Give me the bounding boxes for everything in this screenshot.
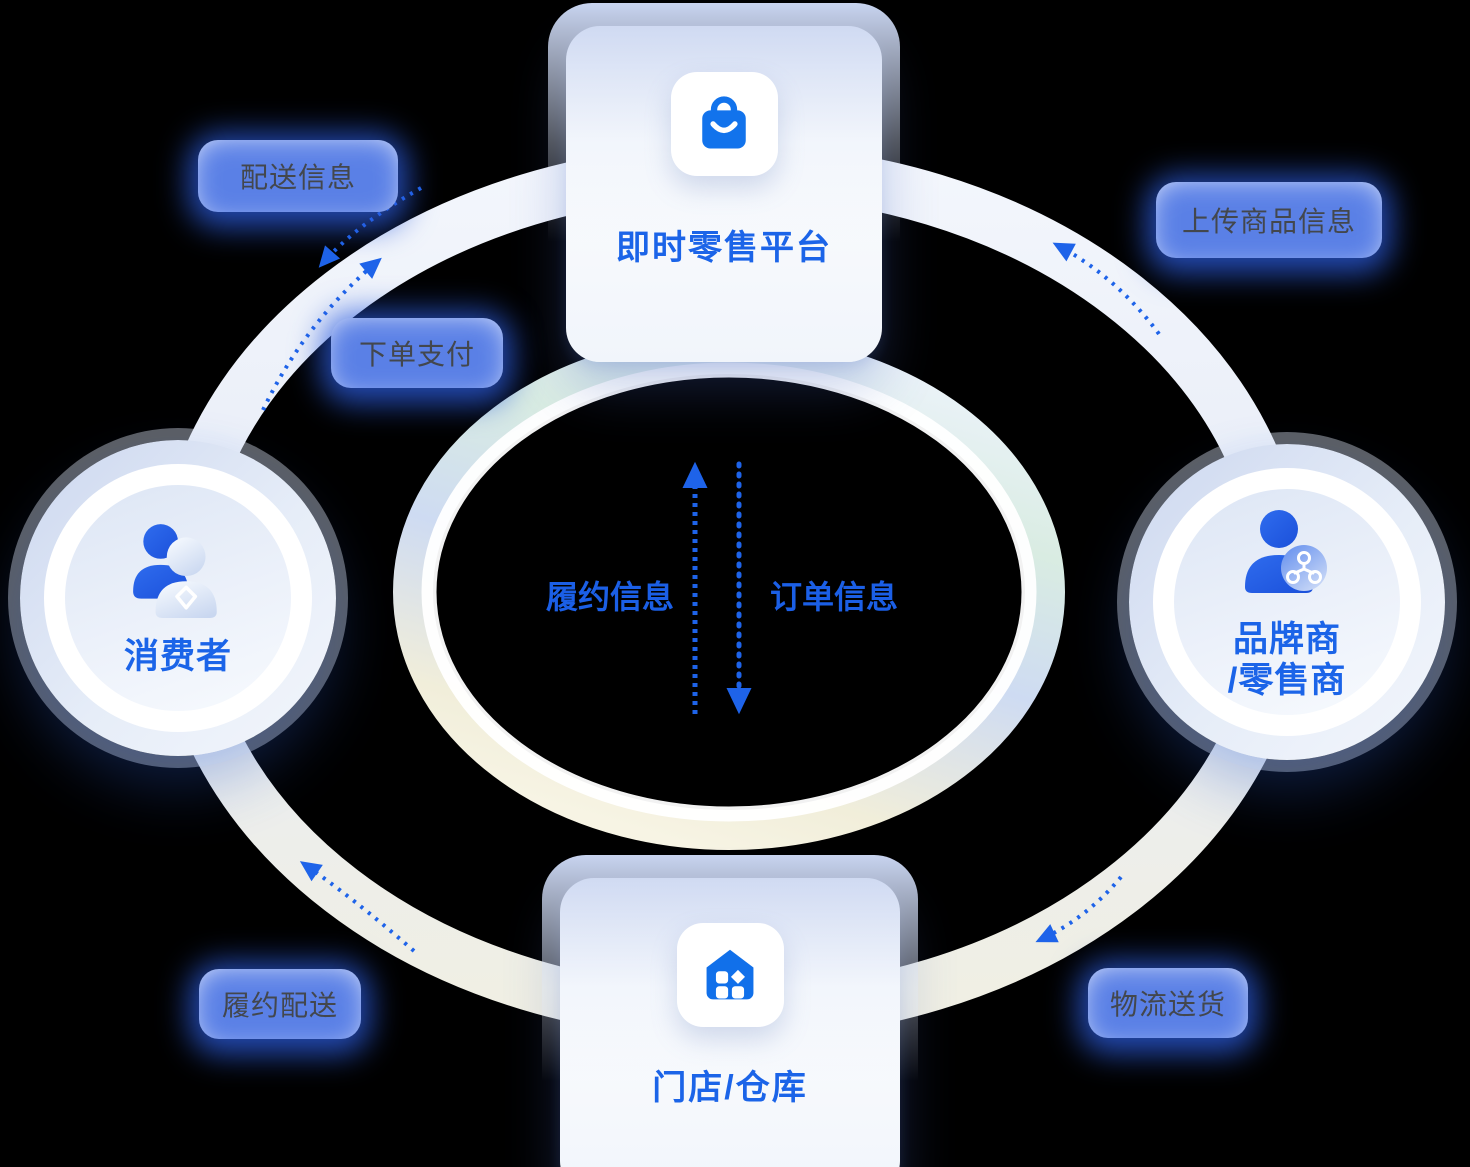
node-consumer: 消费者 [20, 440, 336, 756]
arrow-logistics-to-store [1035, 875, 1123, 943]
order-info-label: 订单信息 [770, 579, 899, 615]
platform-label: 即时零售平台 [616, 229, 832, 267]
pill-logistics-shipping-text: 物流送货 [1109, 989, 1226, 1020]
pill-delivery-info: 配送信息 [198, 140, 398, 212]
arrow-upload-to-platform [1052, 242, 1161, 336]
arrow-fulfillment-to-consumer [299, 861, 416, 953]
pill-order-payment-text: 下单支付 [358, 339, 475, 370]
user-network-icon [1237, 503, 1337, 608]
merchant-circle-ring: 品牌商 /零售商 [1153, 468, 1421, 736]
node-store: 门店/仓库 [542, 855, 918, 1167]
node-platform: 即时零售平台 [548, 3, 900, 370]
pill-fulfillment-delivery: 履约配送 [199, 969, 361, 1039]
storefront-icon [676, 923, 784, 1027]
merchant-label-line1: 品牌商 [1232, 619, 1341, 659]
pill-fulfillment-delivery-text: 履约配送 [221, 990, 338, 1021]
pill-delivery-info-text: 配送信息 [239, 162, 356, 193]
pill-upload-product-info: 上传商品信息 [1156, 182, 1382, 258]
pill-logistics-shipping: 物流送货 [1088, 968, 1248, 1038]
node-merchant: 品牌商 /零售商 [1129, 444, 1445, 760]
consumer-label: 消费者 [123, 637, 232, 677]
fulfillment-info-label: 履约信息 [546, 579, 675, 615]
shopping-bag-icon [670, 72, 778, 176]
two-users-icon [127, 518, 229, 625]
merchant-label-line2: /零售商 [1227, 660, 1347, 700]
merchant-label: 品牌商 /零售商 [1228, 620, 1347, 701]
store-label: 门店/仓库 [652, 1069, 808, 1107]
pill-upload-product-info-text: 上传商品信息 [1181, 206, 1356, 237]
pill-order-payment: 下单支付 [331, 318, 503, 388]
consumer-circle-ring: 消费者 [44, 464, 312, 732]
